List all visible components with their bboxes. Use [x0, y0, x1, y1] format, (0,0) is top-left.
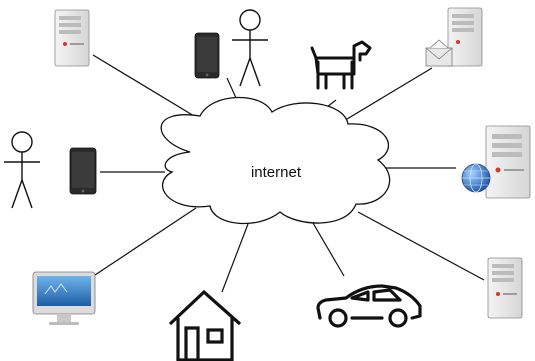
mail-server-icon: [425, 7, 483, 67]
car-icon: [316, 284, 422, 328]
cloud-label: internet: [251, 164, 302, 181]
house-icon: [168, 289, 242, 361]
envelope-icon: [425, 39, 453, 67]
person-icon: [4, 131, 40, 209]
link-car: [312, 222, 345, 277]
dog-icon: [310, 40, 372, 90]
server-icon: [54, 9, 90, 67]
globe-icon: [461, 163, 491, 193]
desktop-computer-icon: [32, 271, 96, 325]
smartphone-icon: [194, 32, 220, 79]
web-server-icon: [461, 125, 531, 199]
link-server-bottom-right: [357, 211, 485, 281]
link-mail-server: [341, 67, 433, 123]
smartphone-icon: [69, 147, 97, 195]
person-icon: [232, 9, 268, 87]
internet-cloud: internet: [160, 96, 391, 225]
link-desktop: [91, 207, 197, 278]
link-house: [221, 223, 249, 293]
server-icon: [487, 257, 523, 319]
